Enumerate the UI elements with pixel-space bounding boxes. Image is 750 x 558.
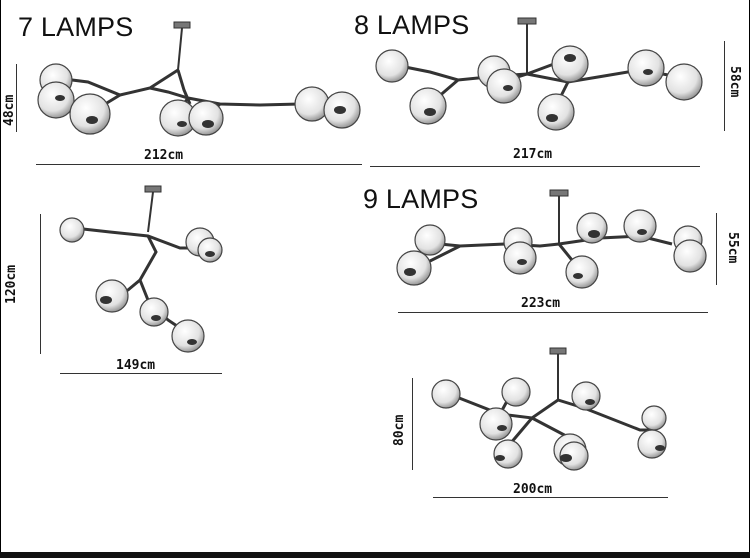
width-label-bottom: 200cm — [513, 482, 553, 497]
height-line-single — [40, 214, 41, 354]
width-line-7 — [36, 164, 362, 165]
heading-9-lamps: 9 LAMPS — [363, 184, 479, 214]
ceiling-canopy-7 — [173, 21, 191, 29]
bottom-border — [0, 552, 750, 558]
width-line-single — [60, 373, 222, 374]
width-label-9: 223cm — [521, 296, 561, 311]
height-line-9 — [716, 213, 717, 285]
height-line-7 — [16, 64, 17, 132]
width-line-bottom — [433, 497, 668, 498]
width-label-single: 149cm — [116, 358, 156, 373]
width-line-8 — [370, 166, 700, 167]
height-line-bottom — [412, 378, 413, 470]
height-line-8 — [724, 41, 725, 131]
width-label-8: 217cm — [513, 147, 553, 162]
width-label-7: 212cm — [144, 148, 184, 163]
heading-8-lamps: 8 LAMPS — [354, 10, 470, 40]
heading-7-lamps: 7 LAMPS — [18, 12, 134, 42]
width-line-9 — [398, 312, 708, 313]
